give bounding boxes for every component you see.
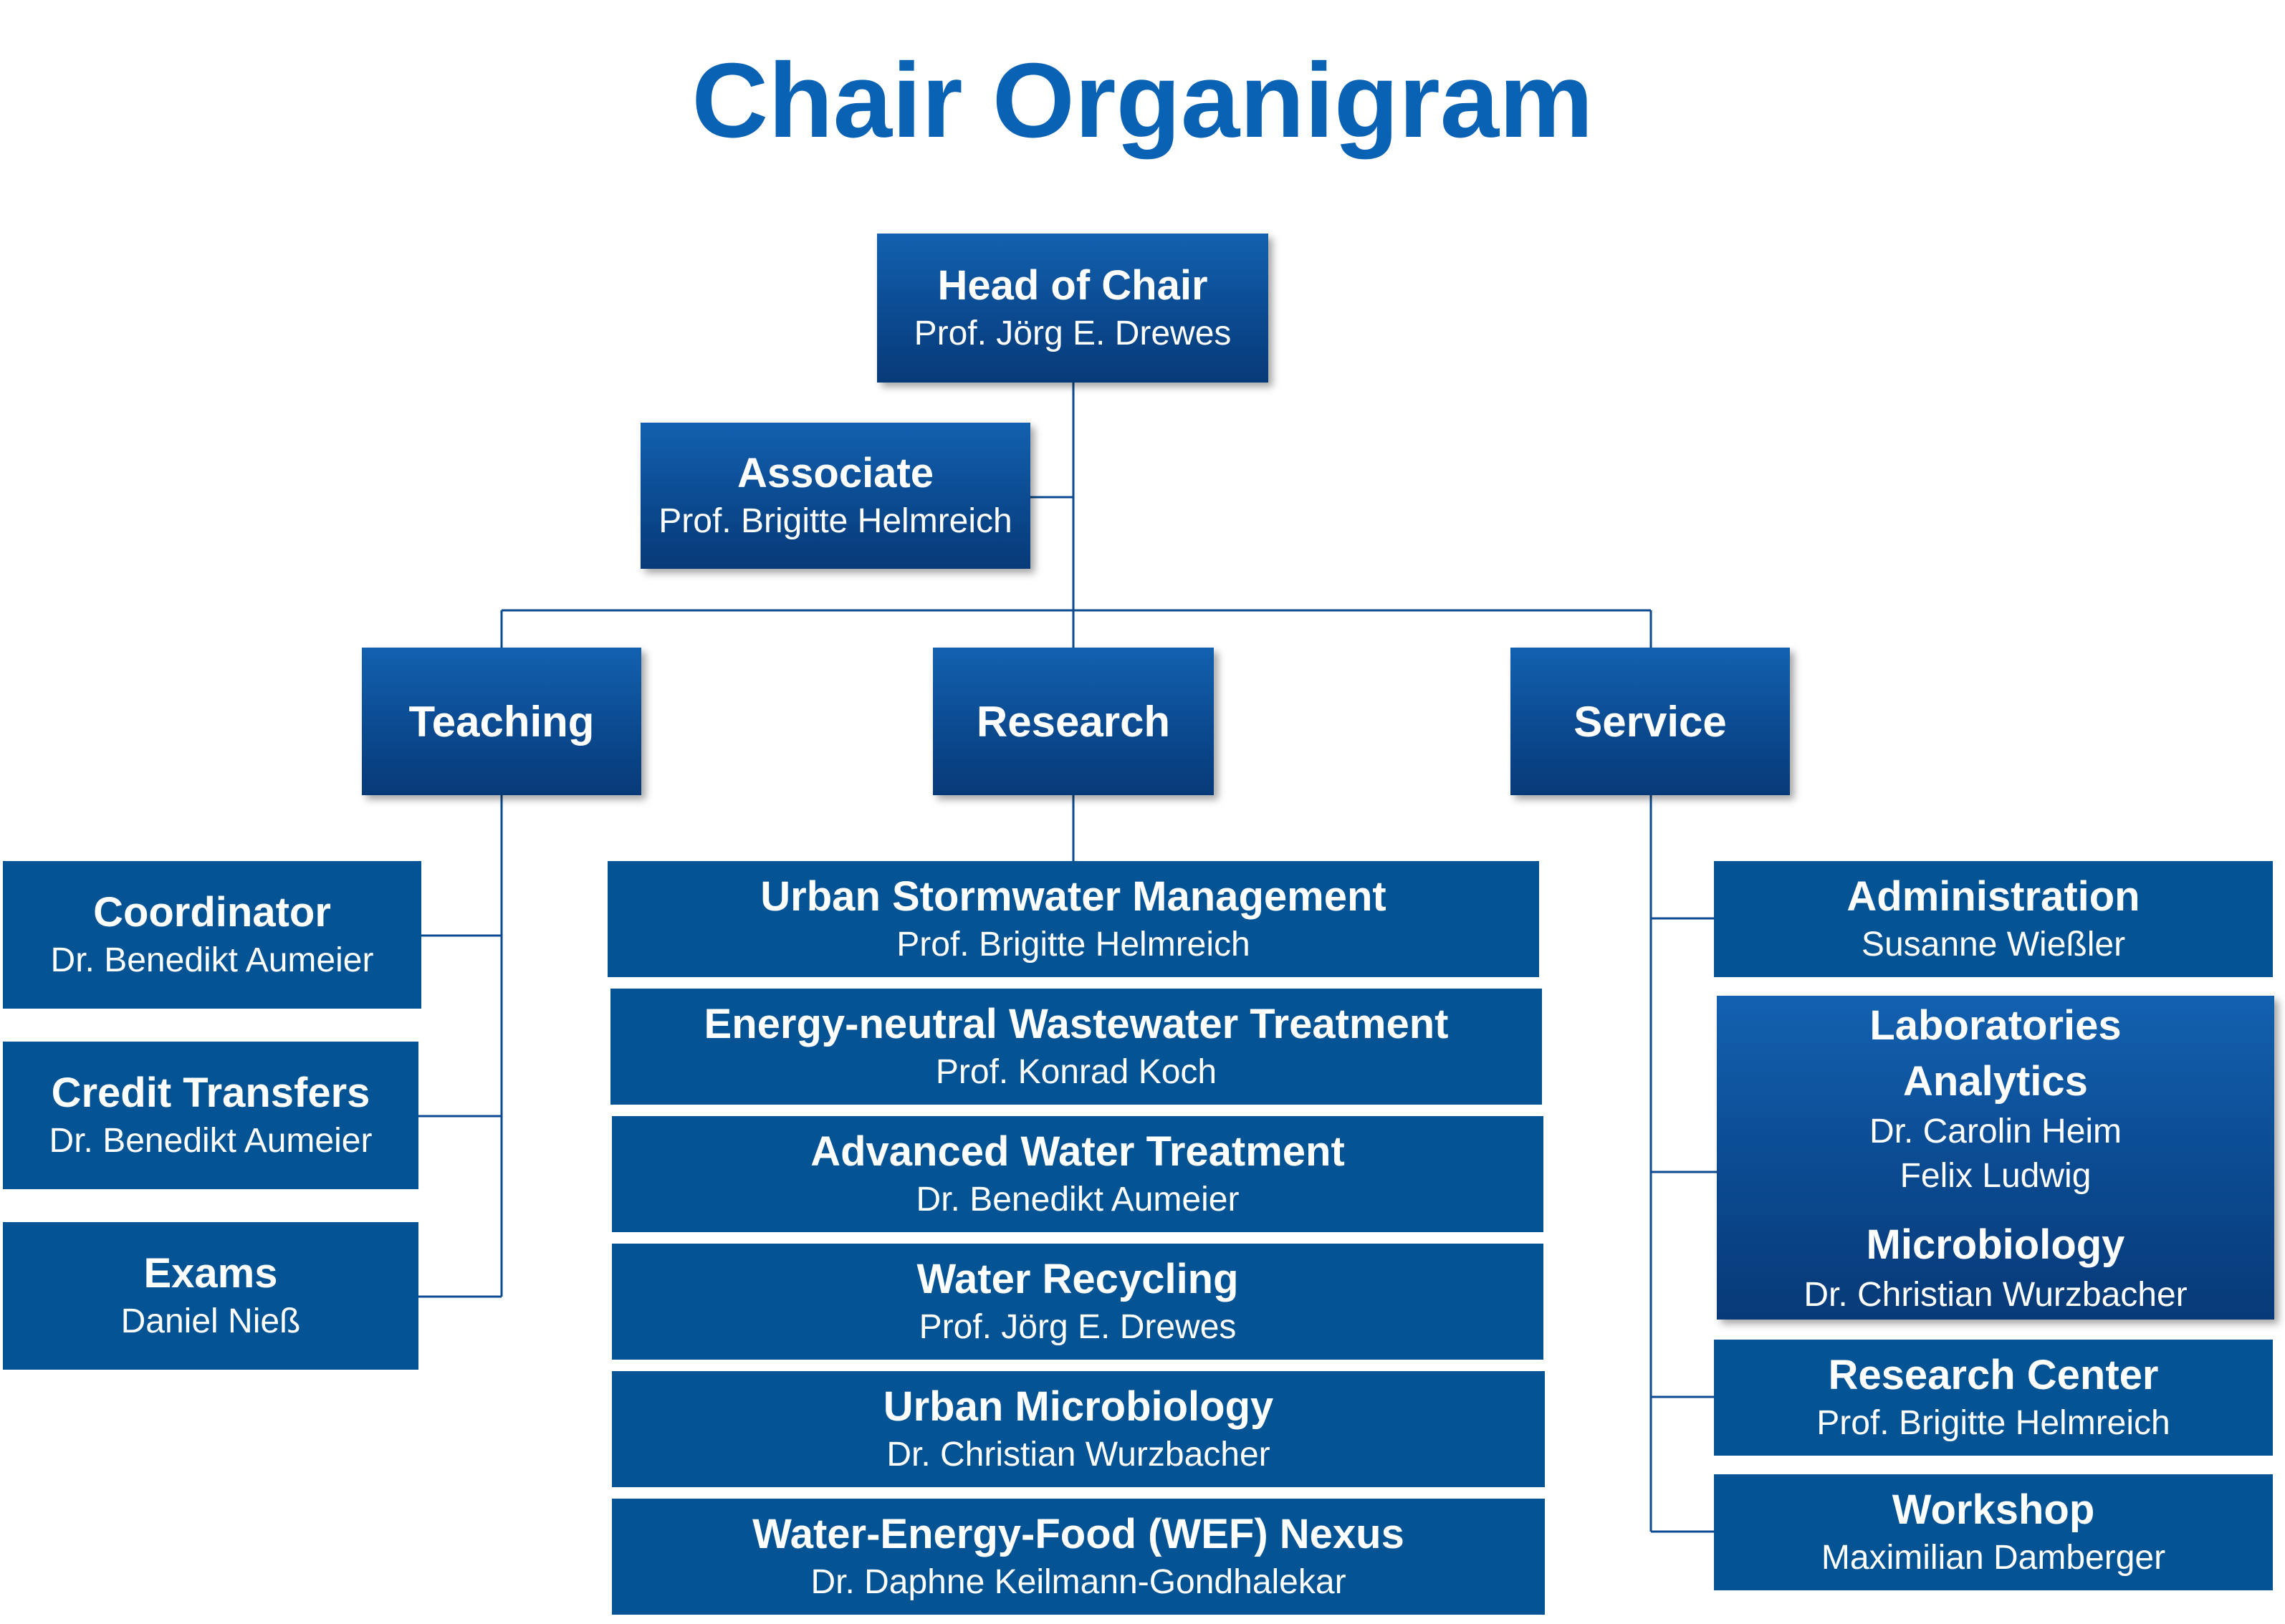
associate-box: Associate Prof. Brigitte Helmreich — [641, 423, 1030, 569]
research-label: Research — [976, 697, 1171, 746]
service-laboratories-box: Laboratories Analytics Dr. Carolin Heim … — [1717, 996, 2274, 1320]
research-group-title: Advanced Water Treatment — [810, 1128, 1345, 1175]
teaching-item-role: Credit Transfers — [51, 1070, 370, 1116]
research-group: Urban Stormwater Management Prof. Brigit… — [608, 861, 1539, 977]
research-group: Energy-neutral Wastewater Treatment Prof… — [610, 989, 1542, 1105]
teaching-box: Teaching — [362, 648, 641, 795]
research-box: Research — [933, 648, 1214, 795]
research-group-lead: Dr. Christian Wurzbacher — [886, 1436, 1270, 1474]
research-group: Water-Energy-Food (WEF) Nexus Dr. Daphne… — [612, 1499, 1545, 1615]
teaching-item-role: Exams — [143, 1250, 278, 1297]
analytics-role: Analytics — [1903, 1058, 2088, 1105]
analytics-name: Felix Ludwig — [1900, 1157, 2092, 1195]
head-of-chair-box: Head of Chair Prof. Jörg E. Drewes — [877, 234, 1268, 383]
research-group-title: Water-Energy-Food (WEF) Nexus — [752, 1511, 1404, 1557]
teaching-item-name: Daniel Nieß — [120, 1302, 301, 1340]
workshop-role: Workshop — [1892, 1486, 2095, 1533]
head-name: Prof. Jörg E. Drewes — [914, 314, 1232, 352]
teaching-item-role: Coordinator — [93, 889, 331, 936]
research-group: Advanced Water Treatment Dr. Benedikt Au… — [612, 1116, 1543, 1232]
laboratories-title: Laboratories — [1869, 1002, 2122, 1049]
research-group-lead: Prof. Brigitte Helmreich — [896, 926, 1250, 964]
associate-name: Prof. Brigitte Helmreich — [658, 502, 1012, 540]
teaching-item-name: Dr. Benedikt Aumeier — [50, 941, 374, 979]
service-box: Service — [1510, 648, 1790, 795]
research-group-lead: Prof. Konrad Koch — [935, 1053, 1217, 1091]
workshop-name: Maximilian Damberger — [1821, 1539, 2166, 1577]
research-group: Water Recycling Prof. Jörg E. Drewes — [612, 1244, 1543, 1360]
analytics-name: Dr. Carolin Heim — [1869, 1113, 2122, 1150]
research-center-role: Research Center — [1828, 1352, 2159, 1398]
service-workshop-box: Workshop Maximilian Damberger — [1714, 1474, 2273, 1590]
associate-role: Associate — [737, 450, 934, 496]
research-group-lead: Dr. Daphne Keilmann-Gondhalekar — [810, 1563, 1346, 1601]
research-group-title: Urban Microbiology — [883, 1383, 1274, 1430]
microbiology-role: Microbiology — [1866, 1221, 2125, 1268]
teaching-item: Coordinator Dr. Benedikt Aumeier — [3, 861, 421, 1009]
service-research-center-box: Research Center Prof. Brigitte Helmreich — [1714, 1340, 2273, 1456]
research-group-title: Water Recycling — [916, 1256, 1239, 1302]
administration-role: Administration — [1846, 873, 2140, 920]
teaching-item: Credit Transfers Dr. Benedikt Aumeier — [3, 1042, 418, 1189]
research-center-name: Prof. Brigitte Helmreich — [1816, 1404, 2170, 1442]
research-group-lead: Prof. Jörg E. Drewes — [919, 1308, 1237, 1346]
teaching-item: Exams Daniel Nieß — [3, 1222, 418, 1370]
research-group: Urban Microbiology Dr. Christian Wurzbac… — [612, 1371, 1545, 1487]
teaching-item-name: Dr. Benedikt Aumeier — [49, 1122, 373, 1160]
research-group-title: Urban Stormwater Management — [760, 873, 1386, 920]
head-role: Head of Chair — [937, 262, 1208, 309]
research-group-lead: Dr. Benedikt Aumeier — [916, 1181, 1240, 1219]
microbiology-name: Dr. Christian Wurzbacher — [1803, 1276, 2188, 1314]
service-label: Service — [1573, 697, 1727, 746]
administration-name: Susanne Wießler — [1861, 926, 2126, 964]
service-administration-box: Administration Susanne Wießler — [1714, 861, 2273, 977]
research-group-title: Energy-neutral Wastewater Treatment — [704, 1001, 1449, 1047]
page-title: Chair Organigram — [691, 42, 1594, 160]
teaching-label: Teaching — [408, 697, 595, 746]
